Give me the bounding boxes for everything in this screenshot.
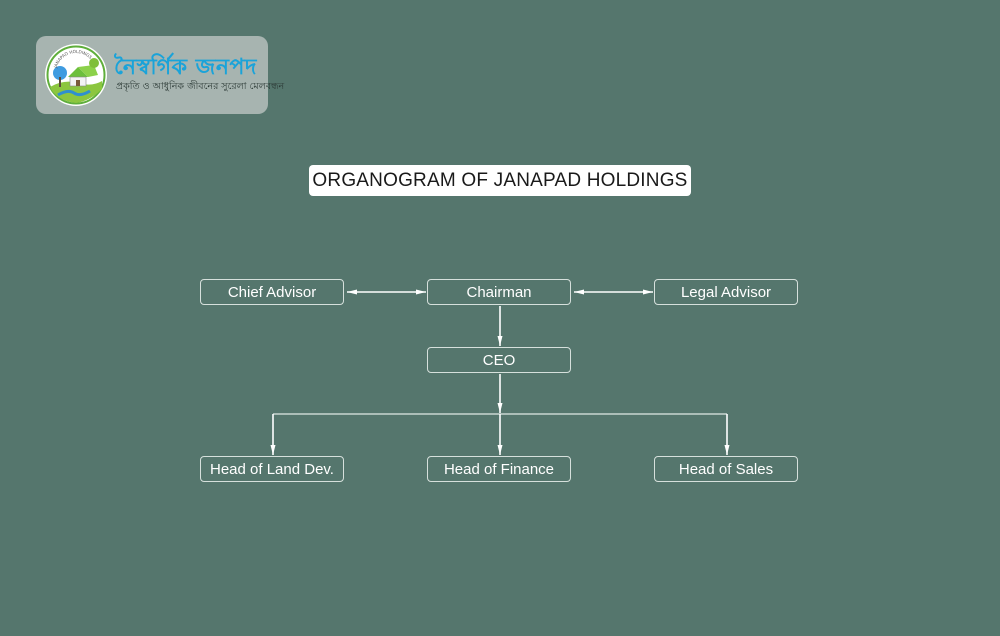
node-head-sales: Head of Sales (654, 456, 798, 482)
diagram-title: ORGANOGRAM OF JANAPAD HOLDINGS (309, 165, 691, 196)
node-chief-advisor: Chief Advisor (200, 279, 344, 305)
logo-tagline: প্রকৃতি ও আধুনিক জীবনের সুরেলা মেলবন্ধন (116, 81, 285, 92)
logo-card: JANAPAD HOLDINGS নৈস্বর্গিক জনপদ প্রকৃতি… (36, 36, 284, 114)
node-head-finance: Head of Finance (427, 456, 571, 482)
node-ceo: CEO (427, 347, 571, 373)
janapad-emblem-icon: JANAPAD HOLDINGS (45, 44, 107, 106)
node-chairman: Chairman (427, 279, 571, 305)
node-legal-advisor: Legal Advisor (654, 279, 798, 305)
logo-title: নৈস্বর্গিক জনপদ (114, 55, 257, 80)
node-head-land-dev: Head of Land Dev. (200, 456, 344, 482)
